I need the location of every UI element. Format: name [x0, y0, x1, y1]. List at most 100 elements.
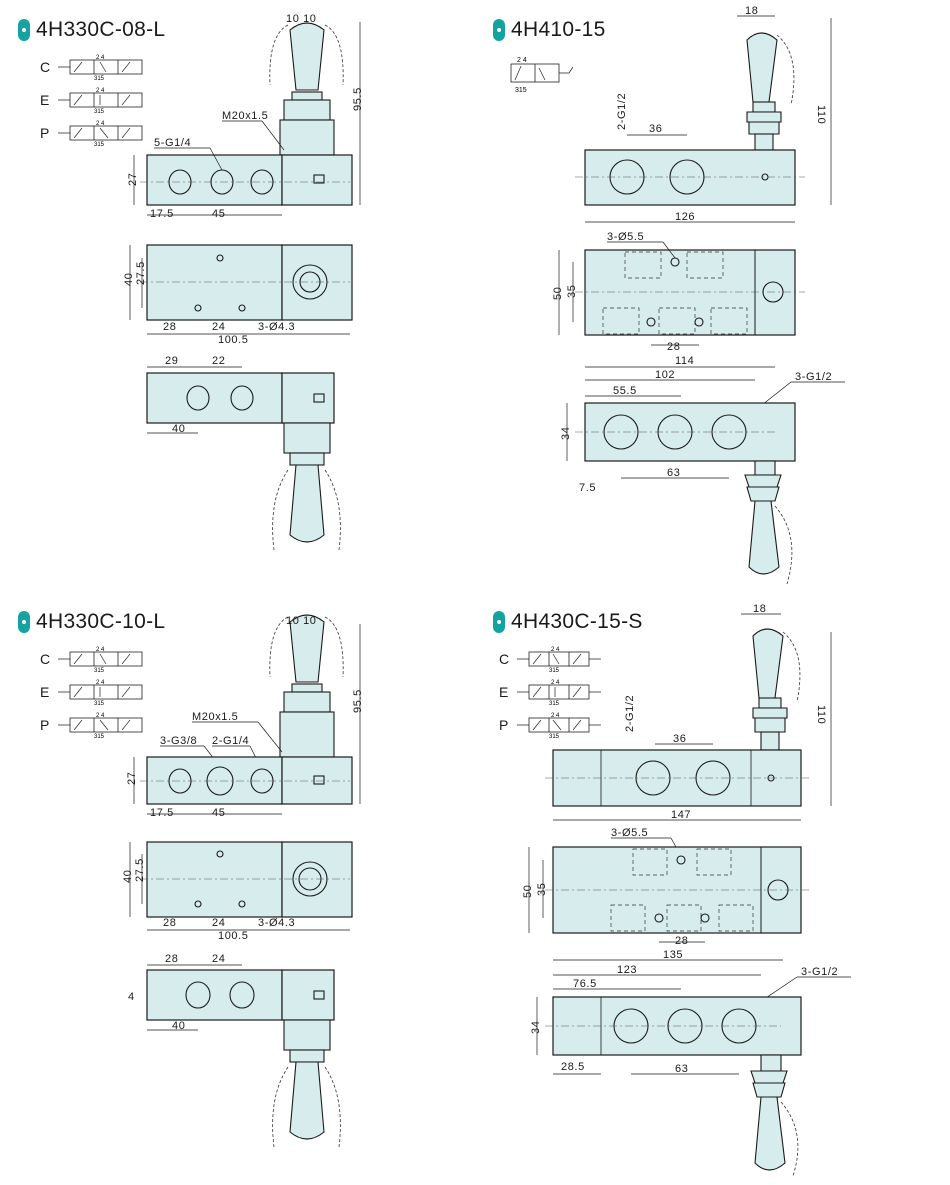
model-number: 4H410-15 [511, 18, 606, 41]
port-numbers-top: 2 4 [96, 121, 105, 127]
mount-hole [238, 304, 246, 312]
detent-icon [313, 174, 325, 184]
panel-4h330c-08-l: 4H330C-08-L C 2 4 315 E 2 4 315 [0, 0, 475, 592]
variant-label: C [40, 58, 51, 75]
mount-hole [646, 317, 656, 327]
dim-hole-pitch: 24 [212, 917, 225, 929]
mount-hole [238, 900, 246, 908]
mount-hole [670, 257, 680, 267]
port-numbers-top: 2 4 [96, 680, 105, 686]
port-numbers-bottom: 315 [94, 142, 105, 146]
model-number: 4H430C-15-S [511, 610, 643, 633]
dim-handle: 18 [753, 603, 766, 615]
port-numbers-top: 2 4 [551, 680, 560, 686]
valve-body-bottom [146, 969, 283, 1021]
variant-symbols: C 2 4 315 E 2 4 315 P [40, 50, 146, 149]
lever-handle [746, 32, 795, 151]
dim-ports-a: 3-G3/8 [160, 735, 197, 747]
dim-end: 7.5 [579, 482, 596, 494]
panel-4h330c-10-l: 4H330C-10-L C 2 4 315 E 2 4 315 [0, 592, 475, 1184]
dim-thread: M20x1.5 [222, 110, 268, 122]
dim-thread: M20x1.5 [192, 711, 238, 723]
dim-port-pitch: 36 [673, 733, 686, 745]
panel-4h410-15: 4H410-15 2 4 315 18 110 2-G1/2 36 126 [475, 0, 950, 592]
dim-width: 50 [552, 287, 564, 300]
port-numbers-top: 2 4 [96, 55, 105, 61]
drawing-4h410-15: 2 4 315 18 110 2-G1/2 36 126 [510, 5, 845, 585]
variant-label: E [40, 683, 50, 700]
bullet-icon [18, 19, 30, 41]
dim-hole-pitch: 28 [667, 341, 680, 353]
dim-pitch: 45 [212, 208, 225, 220]
lever-handle-down [750, 1054, 799, 1177]
dim-port-pitch: 36 [649, 123, 662, 135]
dim-height: 27 [126, 772, 138, 785]
dim-ports: 2-G1/2 [616, 93, 628, 130]
variant-row: E 2 4 315 [40, 83, 146, 116]
dim-holes: 3-Ø5.5 [607, 231, 644, 243]
dim-offset-small: 4 [128, 991, 135, 1003]
lever-handle-down [272, 1019, 341, 1148]
dim-handle-width: 10 10 [286, 13, 317, 25]
model-number: 4H330C-10-L [36, 610, 166, 633]
valve-body-top [146, 841, 283, 918]
port-numbers-bottom: 315 [94, 76, 105, 80]
mount-hole [654, 913, 664, 923]
dim-handle-width: 10 10 [286, 615, 317, 627]
dim-b: 24 [212, 953, 225, 965]
dim-body: 102 [655, 369, 675, 381]
variant-row: P 2 4 315 [40, 708, 146, 741]
panel-title: 4H330C-08-L [18, 18, 165, 42]
mount-hole [216, 254, 224, 262]
variant-label: C [40, 650, 51, 667]
mount-hole [676, 855, 686, 865]
dim-length: 126 [675, 211, 695, 223]
valve-body-top [146, 244, 283, 321]
bullet-icon [493, 19, 505, 41]
valve-symbol-icon: 2 4 315 [58, 121, 143, 146]
dim-width: 40 [123, 273, 135, 286]
port-numbers-bottom: 315 [94, 701, 105, 705]
dim-height: 34 [560, 427, 572, 440]
valve-symbol-icon: 2 4 315 [58, 680, 143, 705]
mount-hole [194, 900, 202, 908]
variant-row: E 2 4 315 [40, 675, 146, 708]
actuator-bottom [281, 969, 335, 1021]
dim-overall: 114 [675, 355, 694, 367]
valve-symbol-icon: 2 4 315 [517, 680, 601, 705]
dim-c: 40 [172, 1020, 185, 1032]
dim-handle: 18 [745, 5, 758, 17]
port-numbers-top: 2 4 [551, 647, 560, 653]
dim-end: 28.5 [561, 1061, 585, 1073]
dim-a: 28 [165, 953, 178, 965]
variant-label: E [40, 91, 50, 108]
port-circle [229, 981, 255, 1009]
variant-row: E 2 4 315 [499, 675, 605, 708]
mount-hole [700, 913, 710, 923]
dim-c: 40 [172, 423, 185, 435]
port-numbers-bottom: 315 [549, 668, 560, 672]
dim-ports-3: 3-G1/2 [801, 966, 838, 978]
port-numbers-top: 2 4 [96, 647, 105, 653]
lever-handle [752, 628, 801, 751]
valve-body-top [584, 249, 796, 336]
variant-row: C 2 4 315 [40, 50, 146, 83]
port-numbers-bottom: 315 [549, 734, 560, 738]
variant-symbols: C 2 4 315 E 2 4 315 P [40, 642, 146, 741]
port-circle [185, 981, 211, 1009]
dim-hole-pitch: 28 [675, 935, 688, 947]
dim-offset: 17.5 [150, 208, 174, 220]
dim-b: 22 [212, 355, 225, 367]
drawing-4h430c-15-s: 18 110 2-G1/2 36 147 3-Ø5.5 [522, 603, 851, 1177]
port-numbers-bottom: 315 [94, 668, 105, 672]
dim-width: 50 [522, 885, 534, 898]
variant-symbols: C 2 4 315 E 2 4 315 P [499, 642, 605, 741]
variant-label: E [499, 683, 509, 700]
panel-title: 4H430C-15-S [493, 610, 643, 634]
dim-hole-span: 27.5 [135, 261, 147, 285]
lever-handle-down [272, 422, 341, 551]
bullet-icon [493, 611, 505, 633]
dim-height: 27 [127, 173, 139, 186]
dim-width: 40 [122, 870, 134, 883]
dim-offset: 17.5 [150, 807, 174, 819]
